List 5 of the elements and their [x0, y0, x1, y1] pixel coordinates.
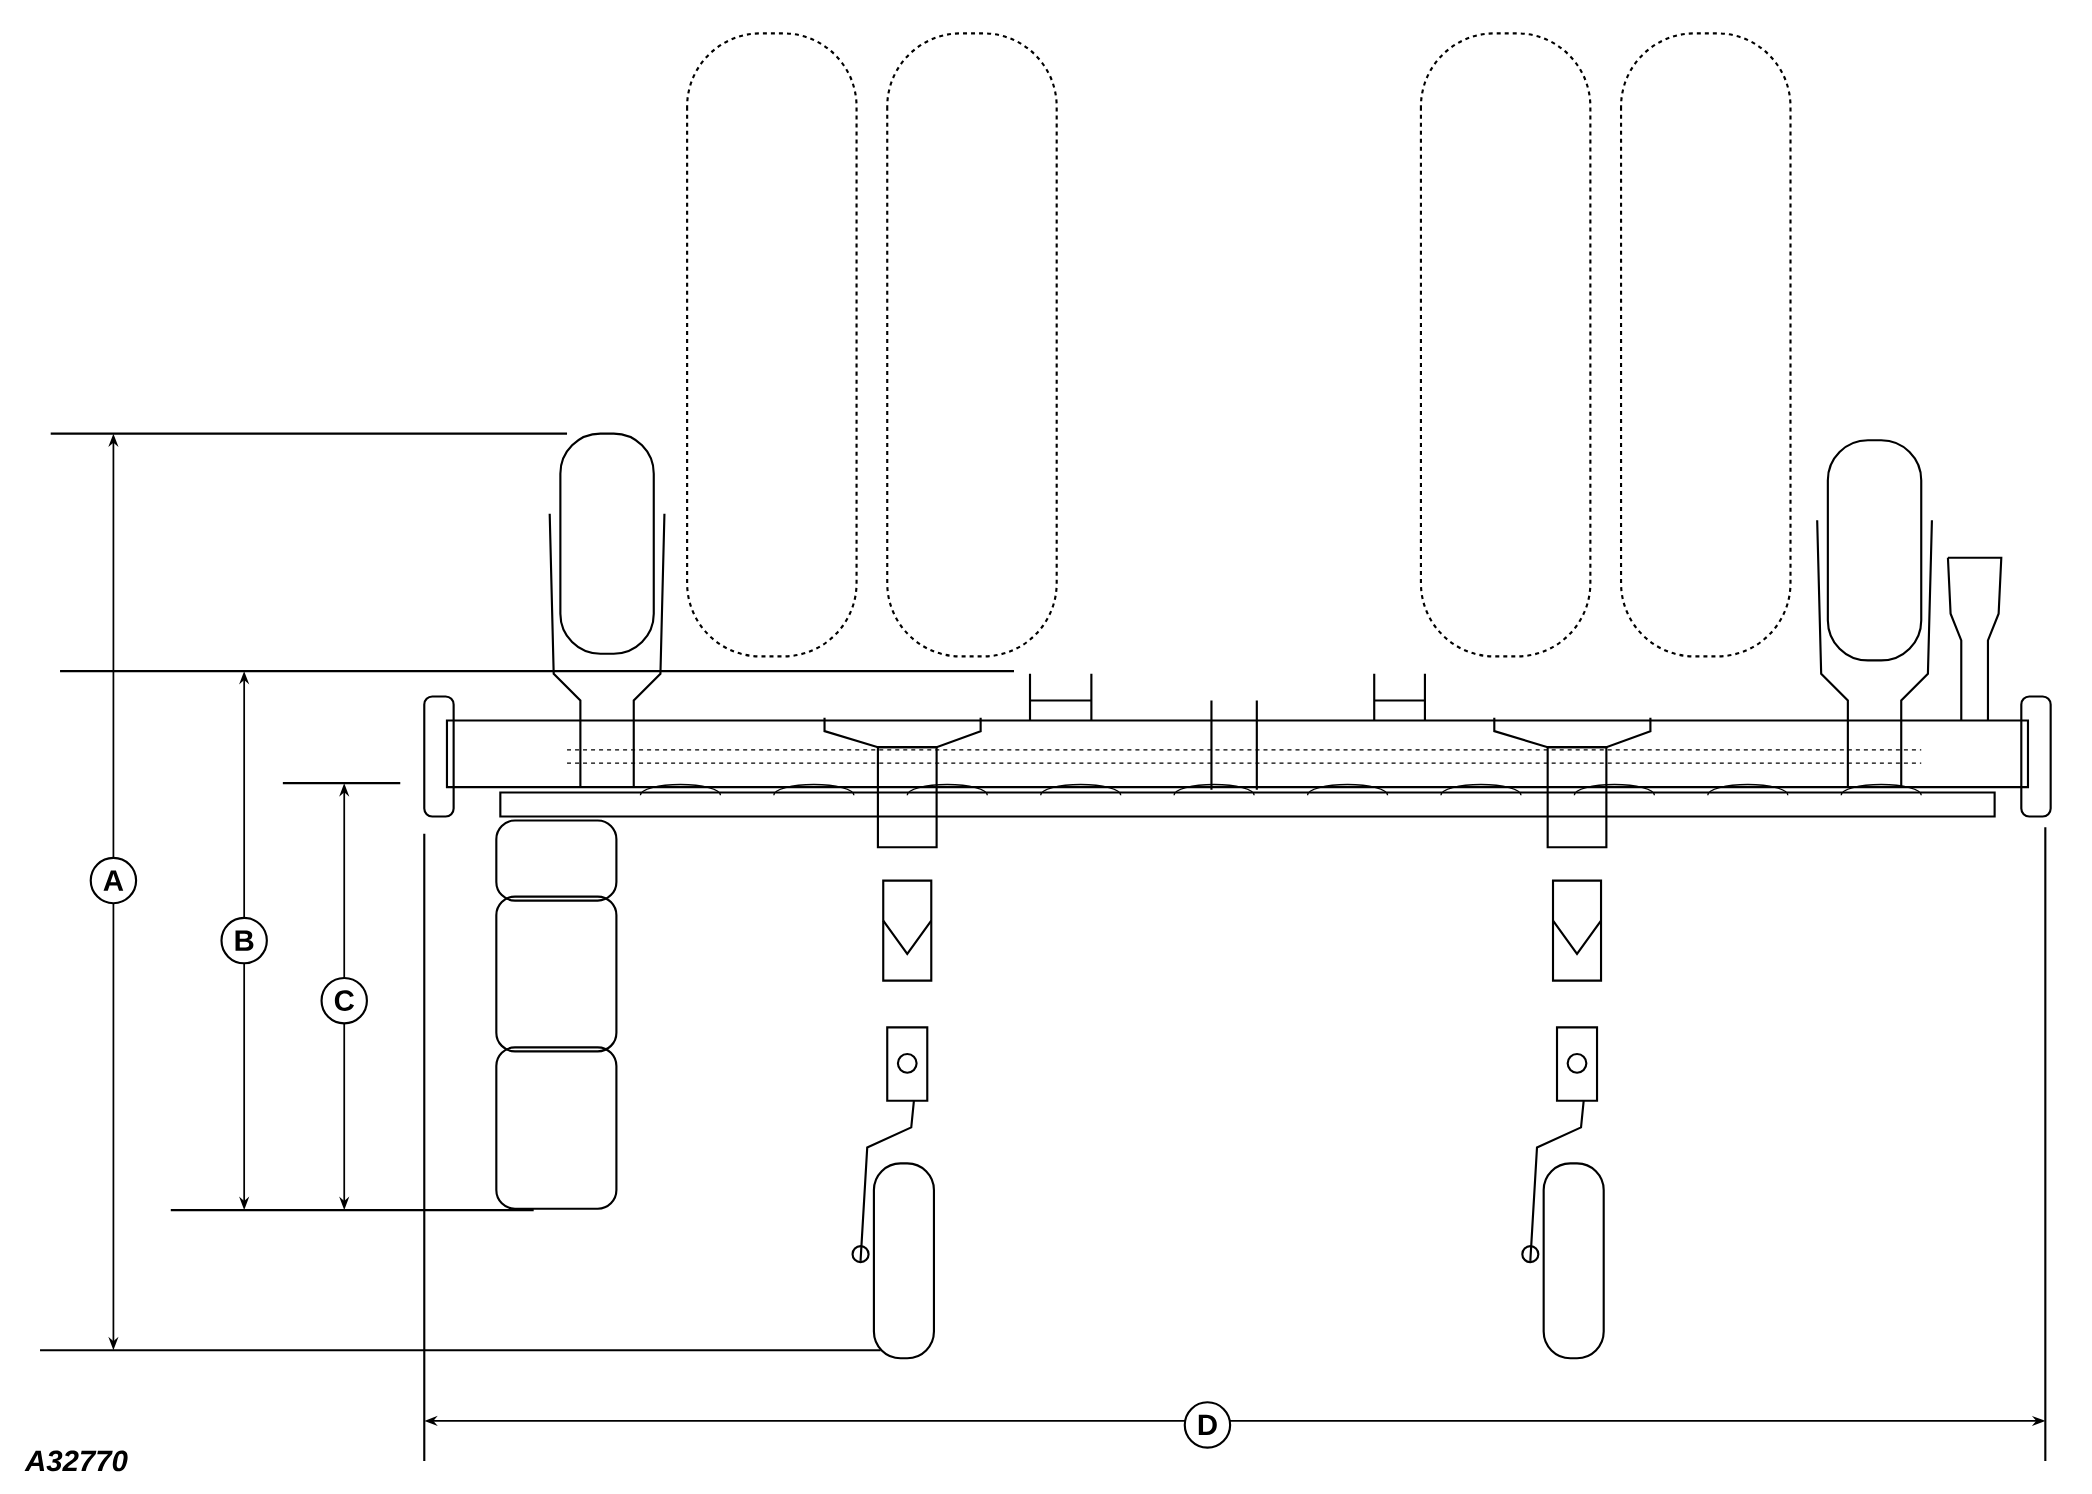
callout-letter: A	[89, 856, 138, 905]
callout-letter: C	[320, 976, 368, 1025]
callout-letter: B	[220, 916, 268, 965]
figure-number: A32770	[24, 1450, 128, 1472]
callout-letter: D	[1183, 1401, 1232, 1449]
